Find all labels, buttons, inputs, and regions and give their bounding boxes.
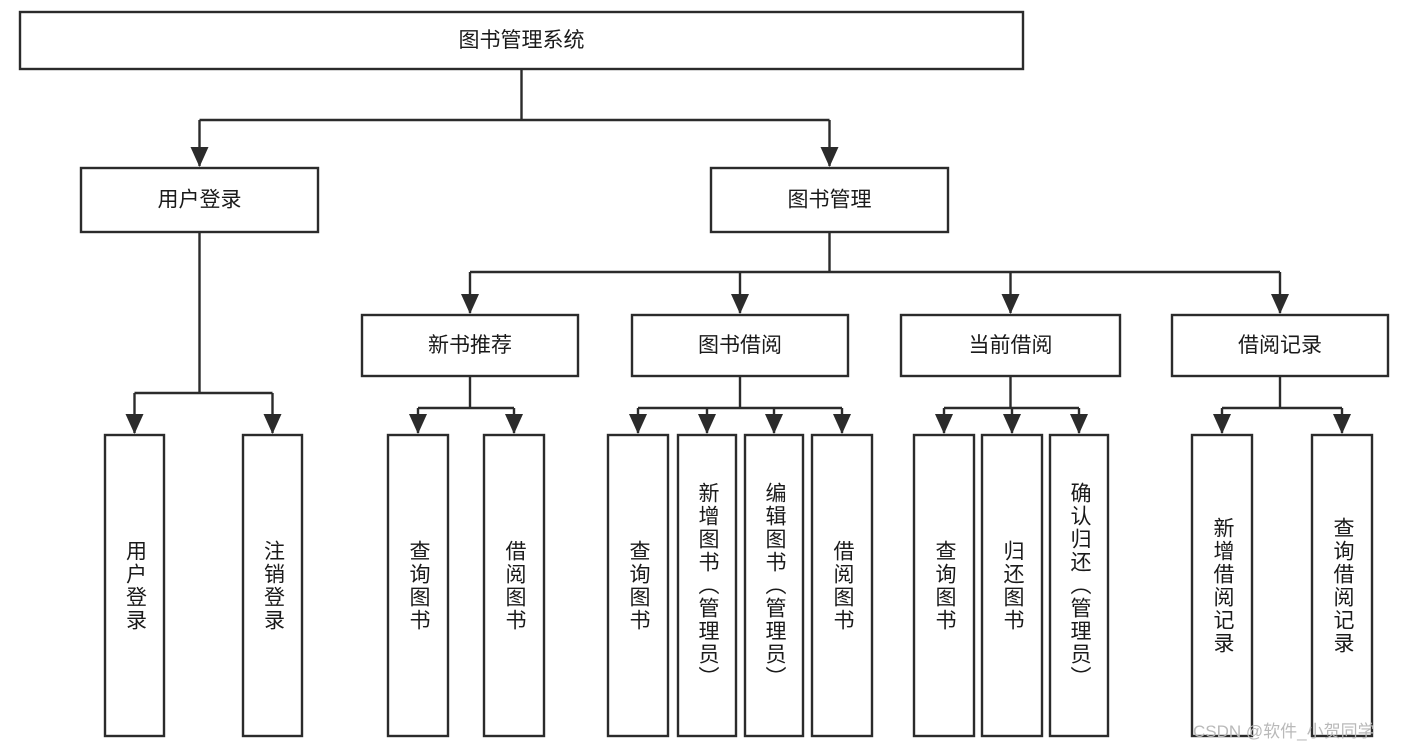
arrow-icon-leaf-add-borrow-record	[1213, 414, 1231, 434]
node-label-book-borrow: 图书借阅	[698, 334, 782, 357]
node-label-user-login: 用户登录	[158, 189, 242, 212]
arrow-icon-leaf-query-book-rec	[409, 414, 427, 434]
node-box-book-management[interactable]	[709, 166, 950, 234]
node-box-leaf-user-login[interactable]	[103, 433, 166, 738]
node-box-leaf-query-book-current[interactable]	[912, 433, 976, 738]
node-box-leaf-logout[interactable]	[241, 433, 304, 738]
arrow-icon-leaf-user-login	[125, 414, 144, 434]
node-box-leaf-borrow-book-rec[interactable]	[482, 433, 546, 738]
arrow-icon-user-login	[190, 147, 209, 167]
node-box-leaf-return-book[interactable]	[980, 433, 1044, 738]
node-box-current-borrow[interactable]	[899, 313, 1122, 378]
csdn-watermark: CSDN @软件_小贺同学	[1193, 722, 1375, 741]
arrow-icon-borrow-record	[1271, 294, 1289, 314]
node-label-book-management: 图书管理	[788, 189, 872, 212]
box-layer	[18, 10, 1390, 738]
node-label-current-borrow: 当前借阅	[969, 334, 1053, 357]
connector-layer	[125, 69, 1351, 434]
node-box-leaf-add-book-admin[interactable]	[676, 433, 738, 738]
arrow-icon-leaf-query-book-borrow	[629, 414, 647, 434]
arrow-icon-book-borrow	[731, 294, 749, 314]
arrow-icon-new-book-recommend	[461, 294, 479, 314]
arrow-icon-leaf-add-book-admin	[698, 414, 716, 434]
arrow-icon-leaf-confirm-return-admin	[1070, 414, 1088, 434]
node-box-leaf-confirm-return-admin[interactable]	[1048, 433, 1110, 738]
node-box-leaf-query-book-rec[interactable]	[386, 433, 450, 738]
arrow-icon-leaf-return-book	[1003, 414, 1021, 434]
node-box-new-book-recommend[interactable]	[360, 313, 580, 378]
node-label-new-book-recommend: 新书推荐	[428, 334, 512, 357]
node-box-borrow-record[interactable]	[1170, 313, 1390, 378]
arrow-icon-leaf-borrow-book-rec	[505, 414, 523, 434]
node-box-leaf-query-borrow-record[interactable]	[1310, 433, 1374, 738]
node-box-leaf-query-book-borrow[interactable]	[606, 433, 670, 738]
arrow-icon-leaf-edit-book-admin	[765, 414, 783, 434]
arrow-icon-book-management	[820, 147, 839, 167]
node-box-book-borrow[interactable]	[630, 313, 850, 378]
node-box-root[interactable]	[18, 10, 1025, 71]
node-box-leaf-add-borrow-record[interactable]	[1190, 433, 1254, 738]
arrow-icon-leaf-query-book-current	[935, 414, 953, 434]
node-box-leaf-edit-book-admin[interactable]	[743, 433, 805, 738]
arrow-icon-leaf-logout	[263, 414, 282, 434]
arrow-icon-leaf-query-borrow-record	[1333, 414, 1351, 434]
node-label-root: 图书管理系统	[459, 29, 585, 52]
node-box-leaf-borrow-book[interactable]	[810, 433, 874, 738]
node-label-borrow-record: 借阅记录	[1238, 334, 1322, 357]
node-box-user-login[interactable]	[79, 166, 320, 234]
arrow-icon-leaf-borrow-book	[833, 414, 851, 434]
arrow-icon-current-borrow	[1001, 294, 1020, 314]
